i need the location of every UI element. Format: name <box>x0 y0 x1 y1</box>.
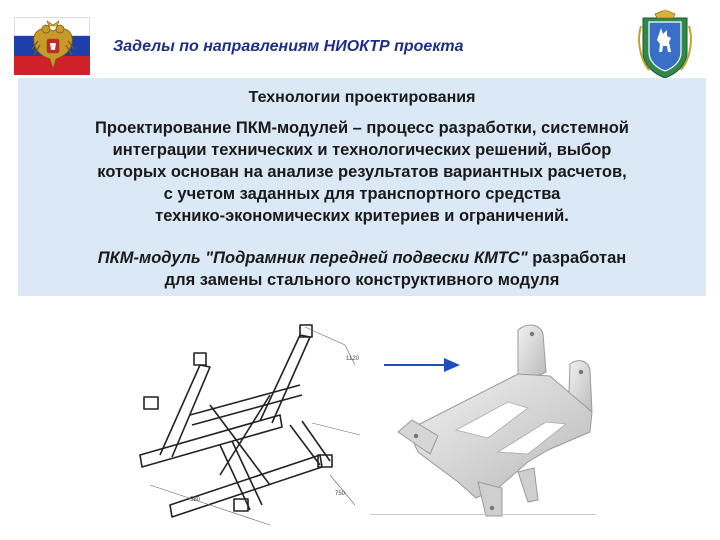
conclusion-text: разработан <box>527 249 627 267</box>
double-headed-eagle-icon <box>31 20 75 71</box>
steel-subframe-drawing: 1120 580 750 <box>139 324 361 526</box>
description-line: технико-экономических критериев и ограни… <box>155 207 569 225</box>
conclusion-line: ПКМ-модуль "Подрамник передней подвески … <box>26 247 698 269</box>
samara-coat-of-arms-icon <box>638 9 692 79</box>
svg-text:750: 750 <box>335 491 346 497</box>
description-line: Проектирование ПКМ-модулей – процесс раз… <box>95 119 629 137</box>
conclusion-paragraph: ПКМ-модуль "Подрамник передней подвески … <box>26 247 698 291</box>
render-baseline <box>370 514 596 515</box>
description-line: которых основан на анализе результатов в… <box>97 163 627 181</box>
conclusion-line: для замены стального конструктивного мод… <box>164 271 560 289</box>
page-title: Заделы по направлениям НИОКТР проекта <box>113 38 464 55</box>
content-panel: Технологии проектирования Проектирование… <box>18 78 706 296</box>
module-name: ПКМ-модуль "Подрамник передней подвески … <box>97 249 528 267</box>
right-arrow-icon <box>384 358 460 372</box>
composite-subframe-render <box>397 324 593 517</box>
section-heading: Технологии проектирования <box>248 89 476 106</box>
description-line: интеграции технических и технологических… <box>112 141 612 159</box>
russian-flag-logo <box>14 17 90 75</box>
svg-text:1120: 1120 <box>346 356 360 362</box>
description-line: с учетом заданных для транспортного сред… <box>163 185 561 203</box>
description-paragraph: Проектирование ПКМ-модулей – процесс раз… <box>26 117 698 227</box>
svg-text:580: 580 <box>190 497 201 503</box>
